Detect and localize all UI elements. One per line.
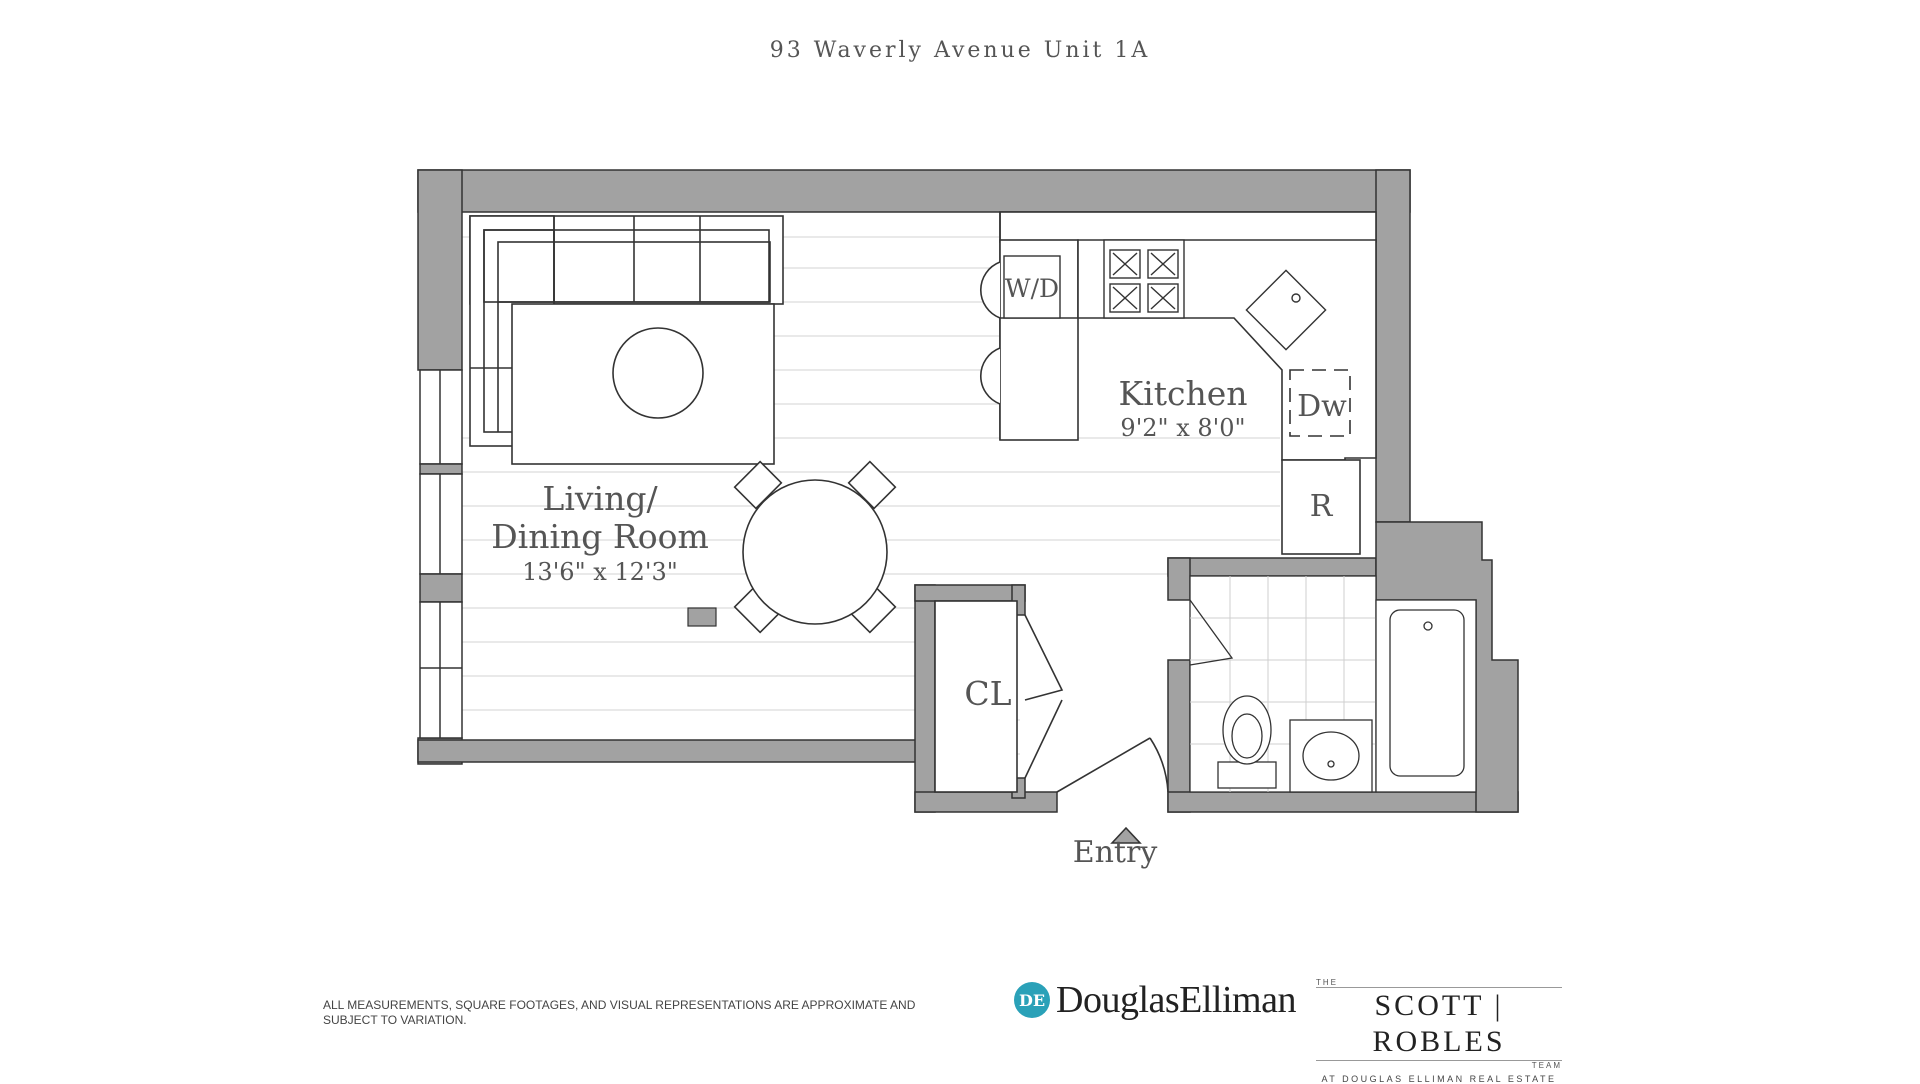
stove [1103,239,1185,319]
closet [934,600,1064,793]
washer-dryer-label: W/D [1005,274,1059,303]
refrigerator [1281,459,1361,555]
kitchen-dimensions: 9'2" x 8'0" [1120,414,1245,442]
windows [419,369,463,739]
kitchen-sink [1245,269,1327,351]
scott-robles-logo: THE SCOTT | ROBLES TEAM AT DOUGLAS ELLIM… [1316,978,1562,1084]
kitchen-label: Kitchen [1119,374,1248,413]
dining-table [733,460,897,634]
living-room-label-line2: Dining Room [491,517,709,556]
walls [417,169,1519,813]
living-room-dimensions: 13'6" x 12'3" [522,558,678,586]
douglas-elliman-mark: DE [1014,982,1050,1018]
living-room-label-line1: Living/ [542,479,658,518]
disclaimer: ALL MEASUREMENTS, SQUARE FOOTAGES, AND V… [323,998,916,1027]
plan-title: 93 Waverly Avenue Unit 1A [769,38,1151,63]
douglas-elliman-logo: DE DouglasElliman [1014,978,1296,1022]
washer-dryer [1003,255,1061,319]
scott-robles-subtitle: AT DOUGLAS ELLIMAN REAL ESTATE [1321,1074,1557,1084]
entry-door [1056,737,1169,844]
closet-label: CL [964,674,1011,713]
dishwasher-label: Dw [1297,389,1347,424]
sectional-sofa [469,215,784,465]
douglas-elliman-wordmark: DouglasElliman [1056,979,1296,1021]
floor-outlet [687,607,717,627]
scott-robles-name: SCOTT | ROBLES [1316,987,1562,1061]
scott-robles-the: THE [1316,978,1338,987]
entry-label: Entry [1073,835,1158,870]
bathroom [1189,575,1477,793]
room-labels: Living/ Dining Room 13'6" x 12'3" Kitche… [491,274,1347,870]
dishwasher [1289,369,1351,437]
scott-robles-team: TEAM [1531,1061,1562,1070]
refrigerator-label: R [1310,489,1334,524]
